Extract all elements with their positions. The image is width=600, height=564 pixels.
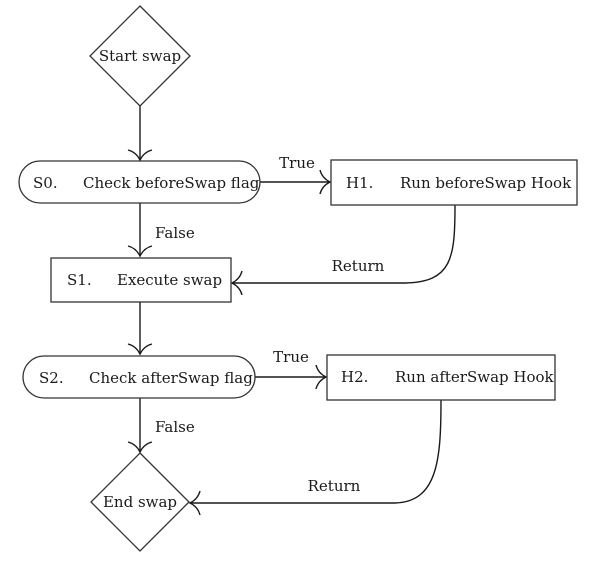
s1-shape <box>50 257 232 303</box>
s2-id: S2. <box>39 369 64 387</box>
node-h2: H2. Run afterSwap Hook <box>326 354 556 401</box>
end-label: End swap <box>103 493 177 511</box>
s0-shape <box>18 160 261 204</box>
h2-id: H2. <box>341 368 368 386</box>
edge-label-h1-s1: Return <box>332 257 385 275</box>
arrowhead-start-to-s0 <box>127 149 153 162</box>
edge-h1-to-s1 <box>232 204 456 284</box>
node-s1: S1. Execute swap <box>50 257 232 303</box>
edge-label-s0-h1: True <box>279 154 315 172</box>
node-s0: S0. Check beforeSwap flag <box>18 160 261 204</box>
arrowhead-s2-to-end <box>127 441 153 454</box>
edge-labels: True False Return True False Return <box>155 154 385 495</box>
start-label: Start swap <box>99 47 181 65</box>
node-s2: S2. Check afterSwap flag <box>22 355 256 399</box>
edge-label-s2-h2: True <box>273 348 309 366</box>
arrowhead-s2-to-h2 <box>315 364 328 390</box>
arrowhead-s0-to-s1 <box>127 245 153 258</box>
h2-shape <box>326 354 556 401</box>
s2-label: Check afterSwap flag <box>89 369 253 387</box>
edge-label-h2-end: Return <box>308 477 361 495</box>
s1-id: S1. <box>67 271 92 289</box>
edges <box>127 106 456 516</box>
h1-label: Run beforeSwap Hook <box>400 174 572 192</box>
node-h1: H1. Run beforeSwap Hook <box>330 159 578 206</box>
s2-shape <box>22 355 256 399</box>
end-diamond <box>90 452 190 552</box>
start-diamond <box>89 5 191 107</box>
h1-id: H1. <box>346 174 373 192</box>
edge-h2-to-end <box>190 399 442 504</box>
arrowhead-h2-to-end <box>188 490 201 516</box>
arrowhead-h1-to-s1 <box>230 270 243 296</box>
h2-label: Run afterSwap Hook <box>395 368 555 386</box>
arrowhead-s1-to-s2 <box>127 343 153 356</box>
node-start: Start swap <box>89 5 191 107</box>
edge-label-s2-end: False <box>155 418 195 436</box>
node-end: End swap <box>90 452 190 552</box>
edge-label-s0-s1: False <box>155 224 195 242</box>
s0-label: Check beforeSwap flag <box>83 174 260 192</box>
h1-shape <box>330 159 578 206</box>
s0-id: S0. <box>33 174 58 192</box>
s1-label: Execute swap <box>117 271 222 289</box>
arrowhead-s0-to-h1 <box>319 169 332 195</box>
